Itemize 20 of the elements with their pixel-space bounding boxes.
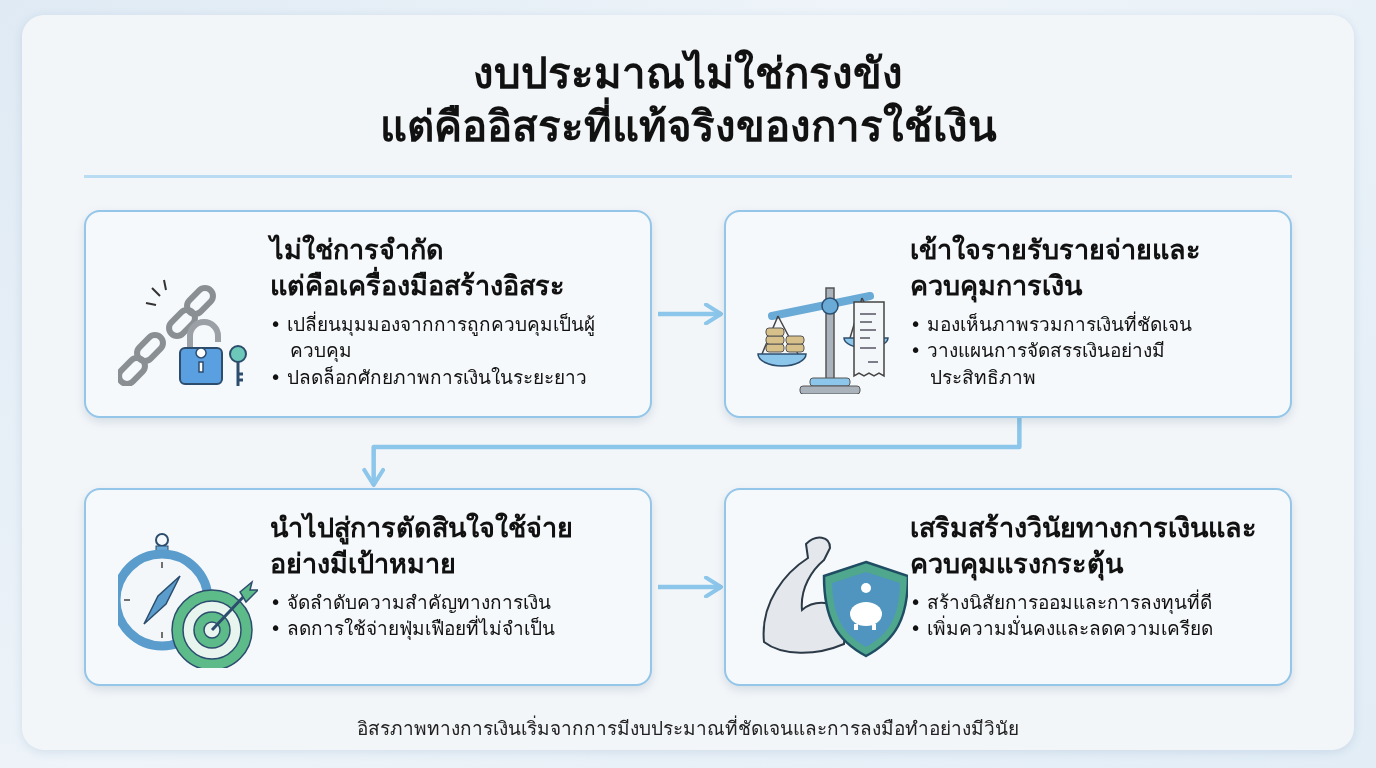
title: งบประมาณไม่ใช่กรงขัง แต่คืออิสระที่แท้จริงของการใช้เงิน xyxy=(378,48,998,153)
step-card xyxy=(84,210,652,418)
bullet-point: • สร้างนิสัยการออมและการลงทุนที่ดี xyxy=(910,588,1214,615)
step-card xyxy=(724,488,1292,686)
arrow xyxy=(362,418,1022,488)
caption: อิสรภาพทางการเงินเริ่มจากการมีงบประมาณที่ชัดเจนและการลงมือทำอย่างมีวินัย xyxy=(356,714,1020,741)
bullet-point: • ปลดล็อกศักยภาพการเงินในระยะยาว xyxy=(270,365,589,391)
arrow xyxy=(658,302,724,326)
bullet-point: • ลดการใช้จ่ายฟุ่มเฟือยที่ไม่จำเป็น xyxy=(270,615,557,642)
arrow xyxy=(658,575,724,599)
bullet-point: • จัดลำดับความสำคัญทางการเงิน xyxy=(270,589,553,615)
card-heading: เสริมสร้างวินัยทางการเงินและควบคุมแรงกระตุ้น xyxy=(910,511,1258,583)
bullet-point: • เพิ่มความมั่นคงและลดความเครียด xyxy=(910,615,1215,642)
step-card xyxy=(84,488,652,686)
bullet-point: • เปลี่ยนมุมมองจากการถูกควบคุมเป็นผู้ควบคุม xyxy=(270,310,597,364)
card-heading: เข้าใจรายรับรายจ่ายและควบคุมการเงิน xyxy=(910,233,1202,305)
step-card xyxy=(724,210,1292,418)
bullet-point: • มองเห็นภาพรวมการเงินที่ชัดเจน xyxy=(910,310,1194,337)
card-heading: นำไปสู่การตัดสินใจใช้จ่ายอย่างมีเป้าหมาย xyxy=(270,511,574,582)
bullet-point: • วางแผนการจัดสรรเงินอย่างมีประสิทธิภาพ xyxy=(910,338,1167,391)
